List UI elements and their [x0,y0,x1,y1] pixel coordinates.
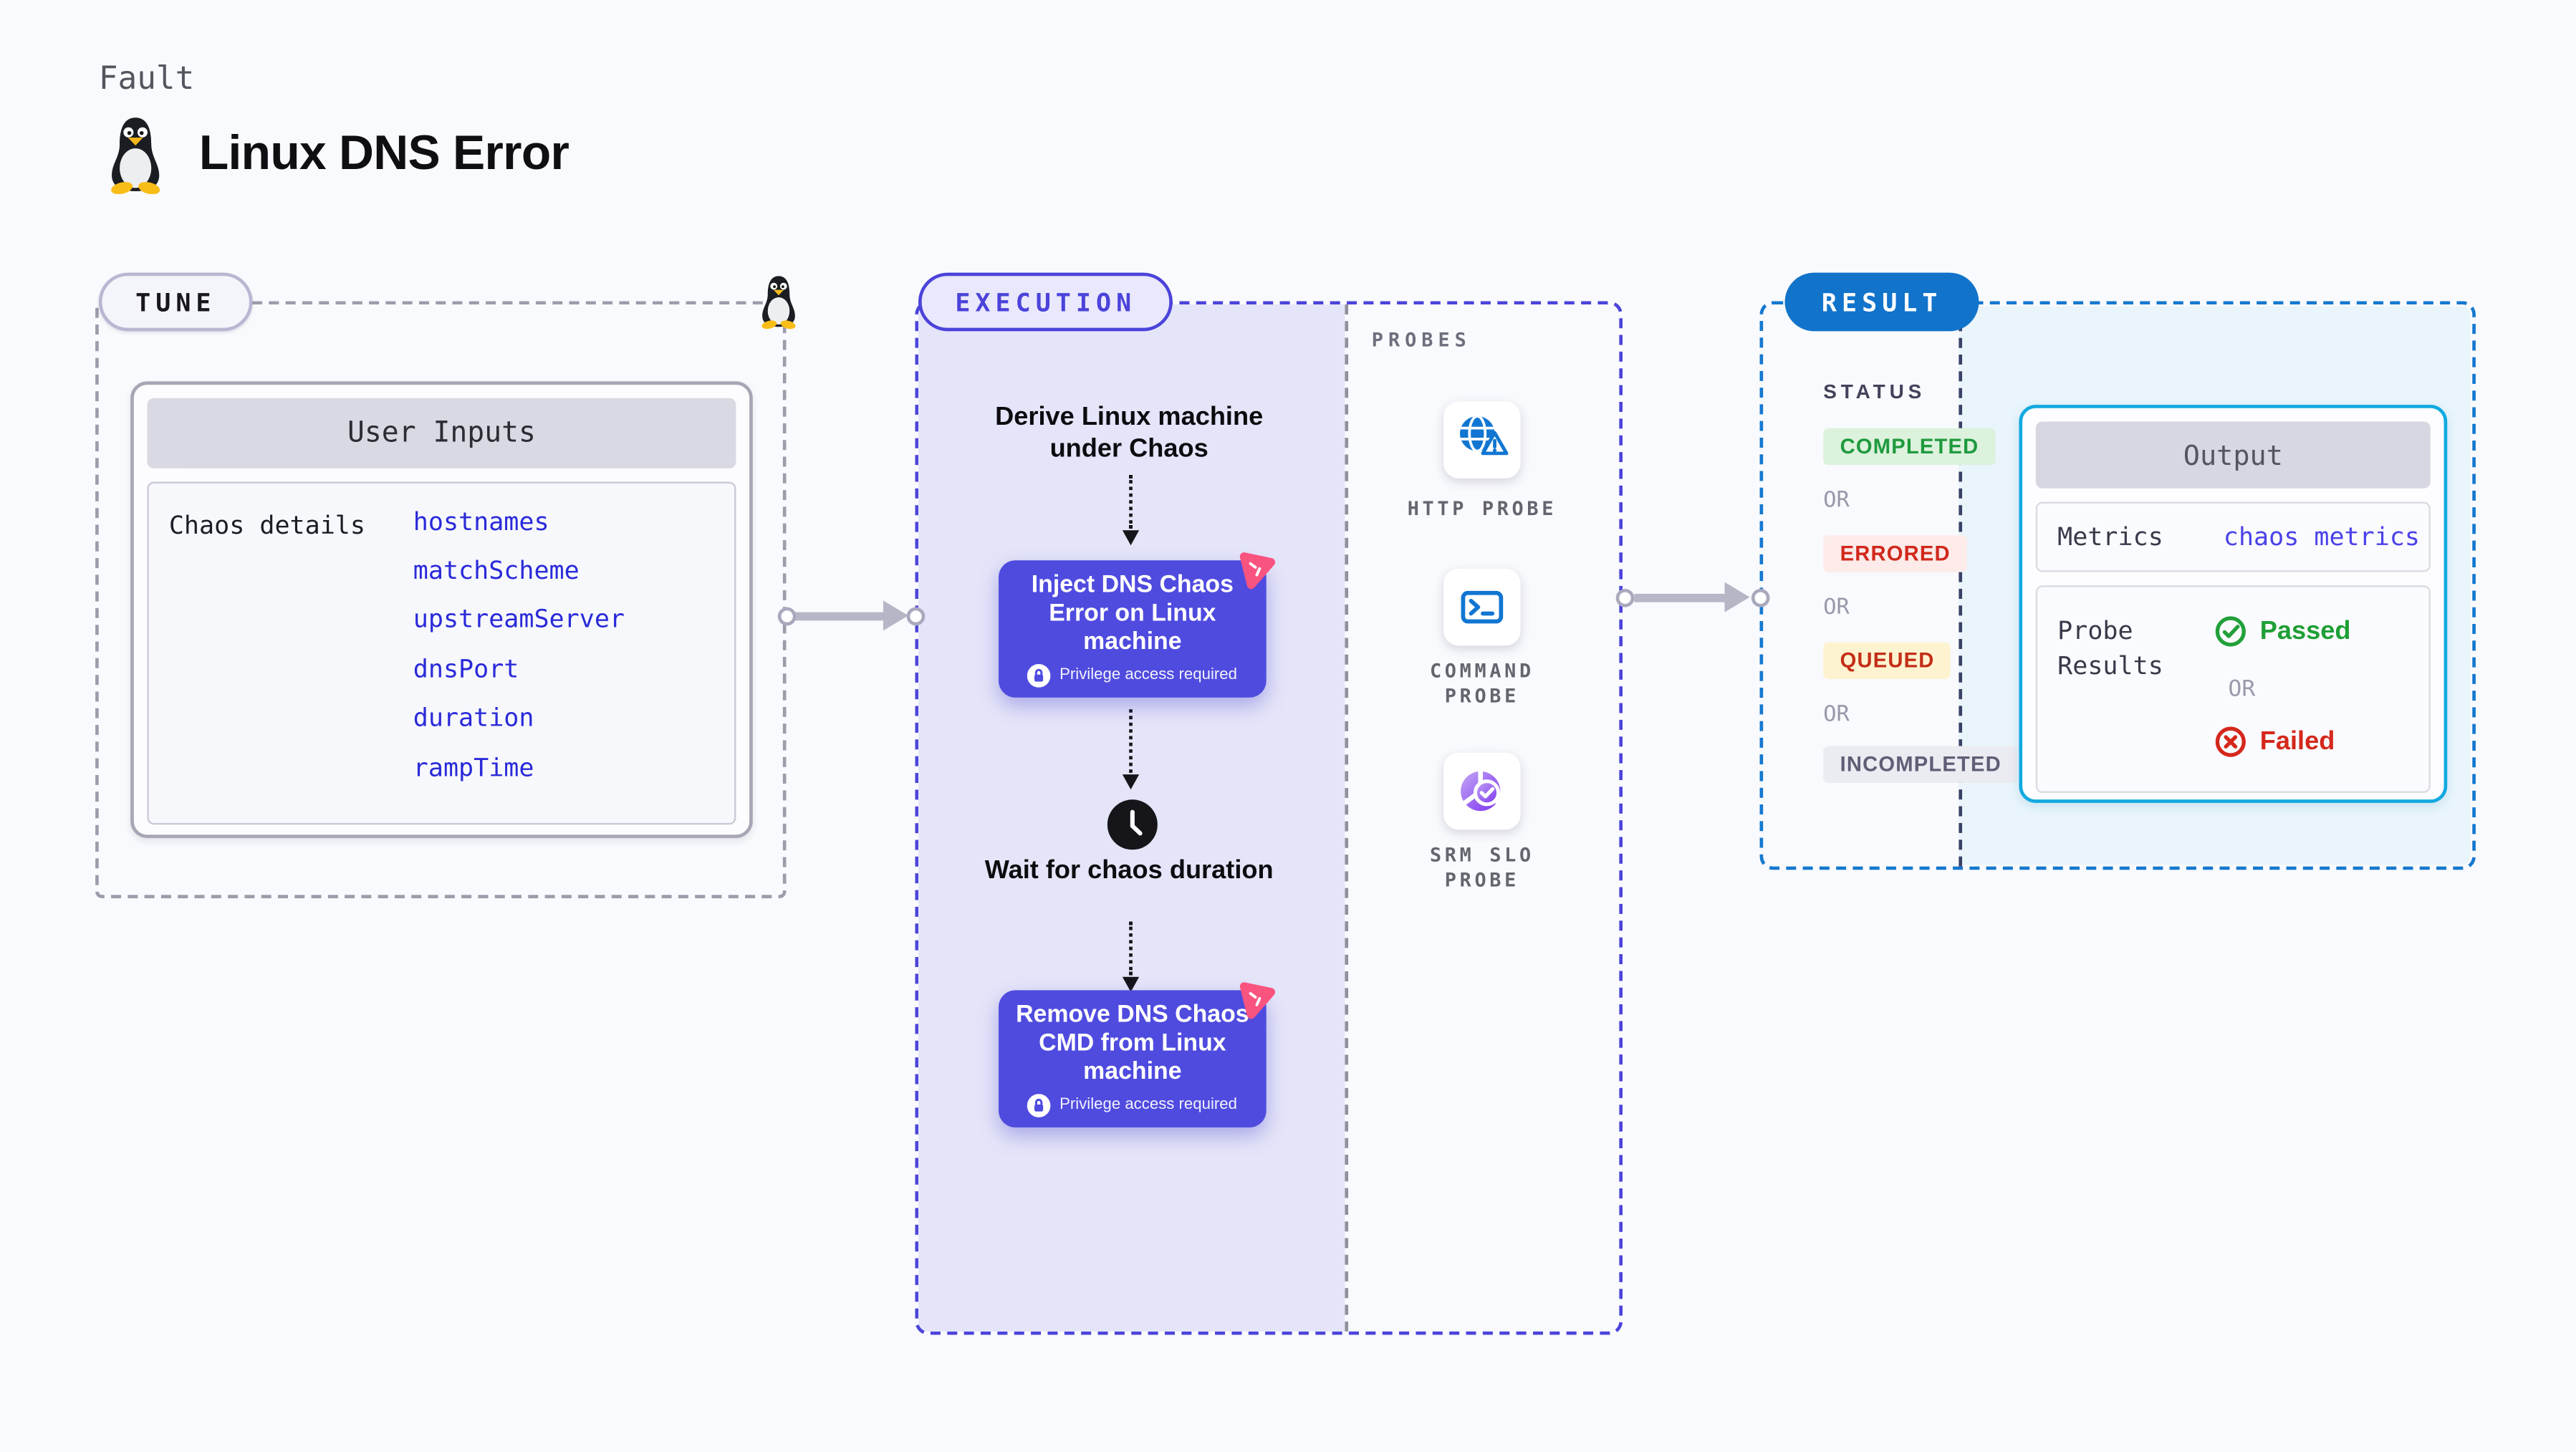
inject-step-title: Inject DNS Chaos Error on Linux machine [1031,571,1234,655]
flow-arrowhead-icon [1122,774,1140,790]
remove-step-title: Remove DNS Chaos CMD from Linux machine [1016,1001,1249,1085]
tux-icon-small [754,273,803,338]
status-badge-errored: ERRORED [1823,535,1968,572]
connector-dot [905,606,925,625]
chaos-logo-icon [1233,975,1278,1029]
failed-row: Failed [2215,726,2335,757]
http-probe-label: HTTP PROBE [1407,496,1557,521]
inject-step-node: Inject DNS Chaos Error on Linux machine … [999,560,1267,698]
param-item: hostnames [413,506,549,537]
metrics-value: chaos metrics [2223,521,2421,552]
status-label: STATUS [1823,380,1926,403]
arrow-execution-to-result [1634,592,1731,602]
lock-icon [1027,1092,1052,1117]
probes-label: PROBES [1371,327,1471,352]
flow-arrowhead-icon [1122,530,1140,546]
tune-badge: TUNE [98,272,253,332]
param-item: duration [413,703,534,734]
metrics-label: Metrics [2057,521,2163,552]
probes-divider [1345,304,1349,1332]
param-item: upstreamServer [413,605,625,635]
param-item: dnsPort [413,653,519,684]
srm-slo-probe-label: SRM SLO PROBE [1429,842,1534,892]
or-label: OR [1823,595,1850,621]
arrow-tune-to-execution [794,611,887,620]
privilege-row: Privilege access required [1027,1092,1237,1117]
user-inputs-body: Chaos details hostnames matchScheme upst… [147,481,736,825]
param-list: hostnames matchScheme upstreamServer dns… [413,497,625,792]
chaos-logo-icon [1233,545,1278,599]
passed-row: Passed [2215,615,2351,647]
flow-connector [1129,475,1133,529]
result-badge: RESULT [1784,272,1979,332]
result-divider [1959,304,1963,867]
or-label: OR [2228,675,2256,703]
user-inputs-header: User Inputs [147,398,736,468]
result-section: STATUS COMPLETED OR ERRORED OR QUEUED OR… [1759,301,2476,870]
failed-label: Failed [2259,726,2335,756]
user-inputs-card: User Inputs Chaos details hostnames matc… [130,381,753,838]
remove-step-node: Remove DNS Chaos CMD from Linux machine … [999,990,1267,1128]
wait-step-label: Wait for chaos duration [984,856,1274,885]
status-badge-queued: QUEUED [1823,642,1951,680]
x-circle-icon [2215,726,2246,757]
execution-badge: EXECUTION [918,272,1173,332]
page-title: Linux DNS Error [198,127,569,181]
flow-arrowhead-icon [1122,976,1140,992]
probe-results-label: Probe Results [2057,615,2163,681]
or-label: OR [1823,702,1850,728]
connector-dot [1615,587,1634,607]
http-probe-card [1443,401,1521,479]
tux-icon [100,114,170,203]
param-item: matchScheme [413,555,580,586]
kicker-text: Fault [98,60,195,97]
output-card: Output Metrics chaos metrics Probe Resul… [2019,405,2448,803]
tune-section [95,301,787,898]
flow-connector [1129,709,1133,773]
command-probe-label: COMMAND PROBE [1429,659,1534,708]
flow-connector [1129,921,1133,976]
arrowhead-icon [883,600,908,631]
privilege-row: Privilege access required [1027,663,1237,687]
probe-results-row: Probe Results Passed OR Failed [2035,585,2431,793]
connector-dot [1750,587,1769,607]
slo-donut-icon [1461,769,1501,812]
status-badge-completed: COMPLETED [1823,428,1996,466]
privilege-label: Privilege access required [1059,665,1237,685]
srm-slo-probe-card [1443,752,1521,830]
or-label: OR [1823,488,1850,514]
param-item: rampTime [413,751,534,782]
clock-icon [1107,799,1158,858]
passed-label: Passed [2259,616,2351,645]
lock-icon [1027,663,1052,687]
arrowhead-icon [1724,582,1750,612]
command-probe-card [1443,568,1521,646]
check-circle-icon [2215,616,2246,647]
metrics-row: Metrics chaos metrics [2035,501,2431,572]
output-header: Output [2035,421,2431,489]
chaos-details-label: Chaos details [168,510,366,541]
terminal-icon [1461,590,1504,624]
connector-dot [777,606,796,625]
derive-step-label: Derive Linux machine under Chaos [995,403,1264,463]
globe-warning-icon [1460,416,1509,456]
privilege-label: Privilege access required [1059,1095,1237,1115]
status-badge-incompleted: INCOMPLETED [1823,746,2019,783]
